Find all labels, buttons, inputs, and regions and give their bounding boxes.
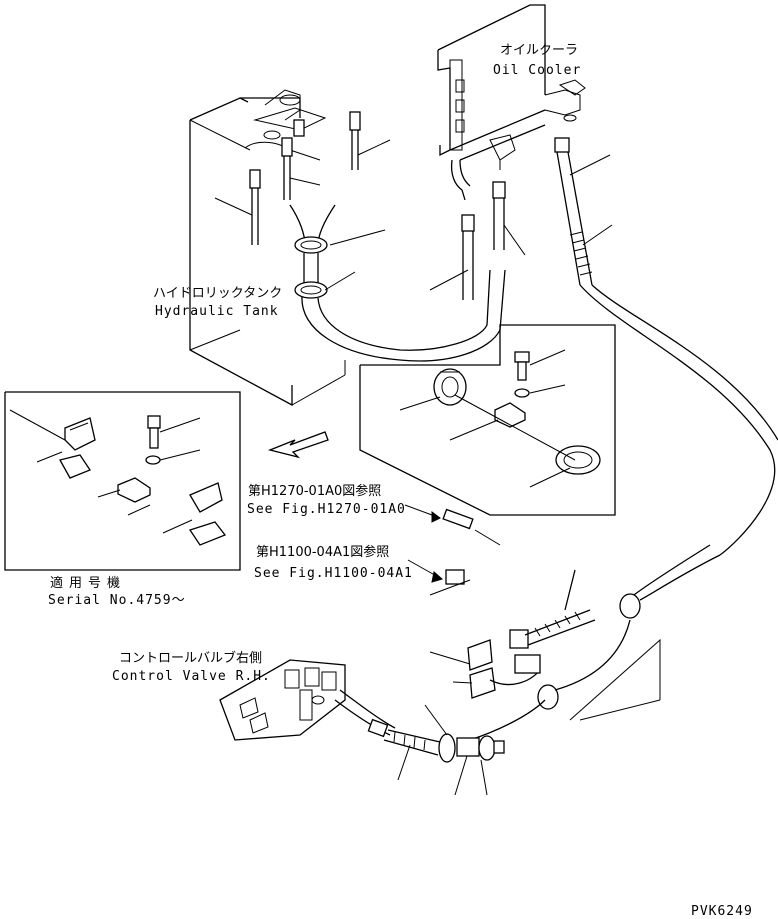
leader-lines bbox=[36, 139, 613, 796]
reference-1-label-jp: 第H1270-01A0図参照 bbox=[248, 484, 382, 499]
hydraulic-tank bbox=[189, 89, 346, 407]
valve-hose bbox=[367, 718, 505, 763]
drawing-id: PVK6249 bbox=[691, 904, 753, 919]
return-hose bbox=[554, 137, 778, 601]
hydraulic-tank-label-en: Hydraulic Tank bbox=[155, 304, 279, 319]
serial-label-en: Serial No.4759～ bbox=[48, 593, 186, 608]
reference-2-label-en: See Fig.H1100-04A1 bbox=[254, 566, 413, 581]
lower-assembly bbox=[467, 569, 661, 741]
reference-1-label-en: See Fig.H1270-01A0 bbox=[247, 502, 406, 517]
control-valve-label-jp: コントロールバルブ右側 bbox=[119, 651, 263, 666]
tank-hoses bbox=[289, 204, 506, 362]
control-valve bbox=[219, 659, 396, 741]
reference-2-label-jp: 第H1100-04A1図参照 bbox=[256, 545, 390, 560]
oil-cooler-label-en: Oil Cooler bbox=[493, 63, 582, 78]
detail-inset bbox=[359, 324, 616, 516]
oil-cooler-label-jp: オイルクーラ bbox=[500, 43, 579, 58]
detail-left bbox=[4, 391, 241, 571]
cooler-hoses bbox=[461, 181, 506, 300]
oil-cooler bbox=[437, 4, 586, 201]
control-valve-label-en: Control Valve R.H. bbox=[112, 669, 271, 684]
direction-arrow-icon bbox=[267, 431, 329, 459]
serial-label-jp: 適用号機 bbox=[50, 576, 127, 591]
hydraulic-tank-label-jp: ハイドロリックタンク bbox=[153, 286, 283, 301]
reference-fittings bbox=[404, 504, 501, 596]
tank-bolts bbox=[249, 111, 361, 245]
